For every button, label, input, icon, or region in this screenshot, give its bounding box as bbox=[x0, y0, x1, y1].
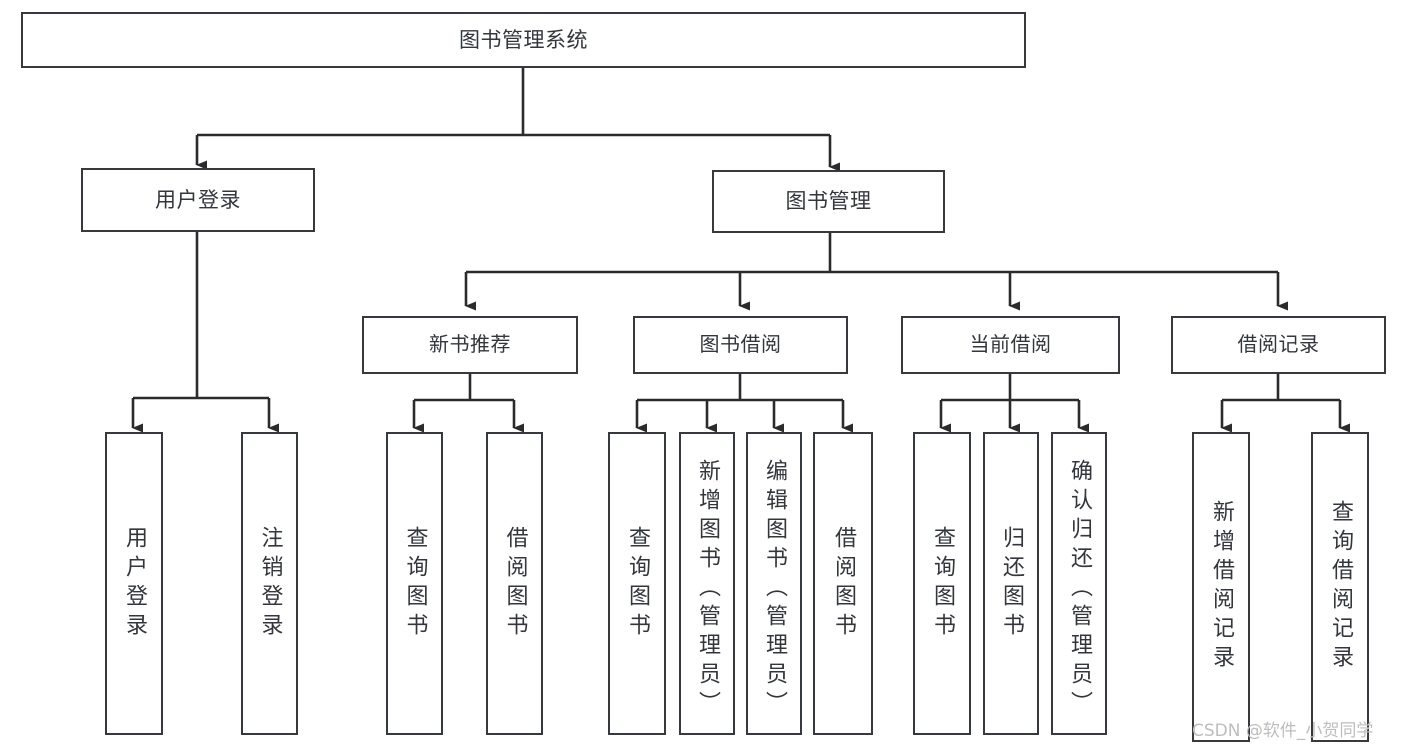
node-label: 查询图书 bbox=[402, 525, 428, 642]
node-label: 图书管理系统 bbox=[459, 27, 588, 52]
node-label: 新增图书（管理员） bbox=[695, 459, 720, 720]
leaf-confirm-return[interactable]: 确认归还（管理员） bbox=[1051, 432, 1107, 735]
leaf-query-book-current[interactable]: 查询图书 bbox=[913, 432, 971, 735]
node-root-system[interactable]: 图书管理系统 bbox=[21, 12, 1026, 68]
node-label: 新书推荐 bbox=[429, 332, 511, 357]
leaf-query-book-recommend[interactable]: 查询图书 bbox=[386, 432, 443, 735]
node-label: 借阅图书 bbox=[502, 525, 528, 642]
csdn-watermark: CSDN @软件_小贺同学 bbox=[1192, 721, 1374, 741]
leaf-edit-book[interactable]: 编辑图书（管理员） bbox=[746, 432, 802, 735]
leaf-return-book[interactable]: 归还图书 bbox=[983, 432, 1039, 735]
node-label: 图书管理 bbox=[785, 189, 872, 214]
node-label: 图书借阅 bbox=[699, 332, 782, 357]
leaf-logout-login[interactable]: 注销登录 bbox=[241, 432, 298, 735]
node-label: 归还图书 bbox=[999, 525, 1024, 642]
node-label: 借阅图书 bbox=[831, 525, 856, 642]
node-book-borrow[interactable]: 图书借阅 bbox=[633, 316, 848, 374]
leaf-add-book[interactable]: 新增图书（管理员） bbox=[679, 432, 735, 735]
node-current-borrow[interactable]: 当前借阅 bbox=[901, 316, 1120, 374]
node-label: 查询借阅记录 bbox=[1328, 500, 1353, 674]
node-label: 当前借阅 bbox=[969, 332, 1052, 357]
node-borrow-record[interactable]: 借阅记录 bbox=[1171, 316, 1386, 374]
node-label: 注销登录 bbox=[257, 525, 283, 642]
node-label: 查询图书 bbox=[625, 525, 650, 642]
leaf-query-book-borrow[interactable]: 查询图书 bbox=[608, 432, 666, 735]
leaf-add-borrow-record[interactable]: 新增借阅记录 bbox=[1192, 432, 1250, 742]
node-label: 编辑图书（管理员） bbox=[762, 459, 787, 720]
leaf-user-login[interactable]: 用户登录 bbox=[105, 432, 163, 735]
node-label: 借阅记录 bbox=[1237, 332, 1320, 357]
node-user-login[interactable]: 用户登录 bbox=[81, 168, 315, 232]
leaf-borrow-book-recommend[interactable]: 借阅图书 bbox=[486, 432, 543, 735]
node-book-management[interactable]: 图书管理 bbox=[712, 170, 945, 233]
node-new-book-recommend[interactable]: 新书推荐 bbox=[362, 316, 578, 374]
node-label: 确认归还（管理员） bbox=[1067, 459, 1092, 720]
node-label: 用户登录 bbox=[122, 525, 147, 642]
leaf-borrow-book[interactable]: 借阅图书 bbox=[813, 432, 873, 735]
node-label: 查询图书 bbox=[930, 525, 955, 642]
node-label: 用户登录 bbox=[155, 187, 241, 212]
leaf-query-borrow-record[interactable]: 查询借阅记录 bbox=[1311, 432, 1369, 742]
node-label: 新增借阅记录 bbox=[1209, 500, 1234, 674]
